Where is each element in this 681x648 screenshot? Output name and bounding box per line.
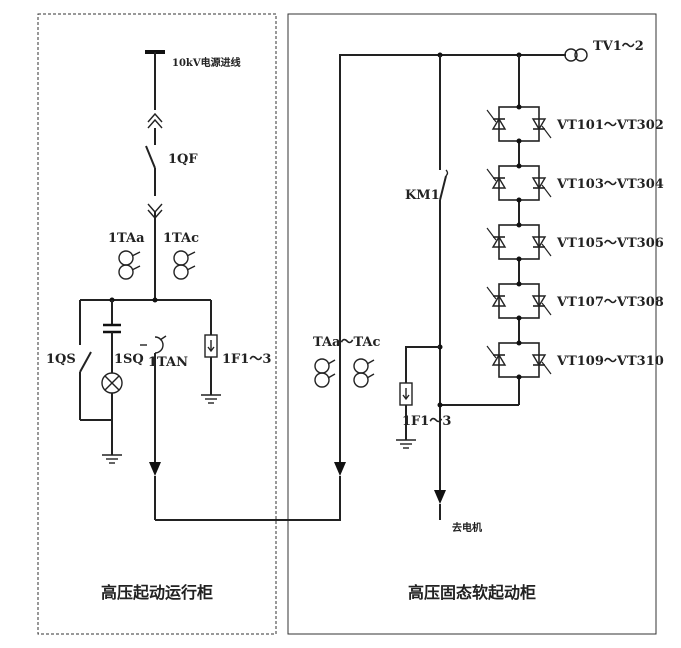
inter-panel-link — [155, 476, 341, 521]
node-dot — [516, 104, 522, 110]
node-dot — [516, 256, 522, 262]
gate-lead — [486, 168, 497, 182]
thyristor-icon — [491, 235, 507, 248]
ct-c-icon — [173, 250, 196, 280]
thyristor-box-bg — [497, 343, 541, 377]
gate-lead — [541, 184, 552, 198]
node-dot — [516, 197, 522, 203]
motor-label: 去电机 — [452, 521, 482, 534]
thyristor-icon — [491, 176, 507, 189]
thyristor-group-label: VT107～VT308 — [556, 295, 664, 310]
gate-lead — [541, 125, 552, 139]
zero-sequence-ct-icon — [140, 335, 167, 354]
thyristor-group-label: VT105～VT306 — [556, 236, 664, 251]
thyristor-group: VT105～VT306 — [486, 222, 664, 262]
ct-c-icon — [353, 358, 375, 388]
right-panel-frame — [287, 13, 657, 635]
node-dot — [516, 281, 522, 287]
thyristor-group-label: VT109～VT310 — [556, 354, 664, 369]
arrester-branch-wire — [405, 346, 440, 383]
ct-a-label: 1TAa — [108, 231, 145, 246]
thyristor-icon — [531, 177, 547, 190]
thyristor-group: VT107～VT308 — [486, 281, 664, 321]
down-arrow-icon — [434, 490, 446, 504]
breaker-label: 1QF — [168, 152, 198, 167]
right-panel-title: 高压固态软起动柜 — [408, 583, 536, 602]
ground-icon — [396, 439, 416, 449]
gate-lead — [486, 345, 497, 359]
right-ct-label: TAa～TAc — [313, 335, 381, 350]
gate-lead — [541, 361, 552, 375]
thyristor-icon — [491, 117, 507, 130]
bypass-contactor-icon — [439, 175, 447, 201]
left-panel-frame — [37, 13, 277, 635]
thyristor-box-bg — [497, 284, 541, 318]
ct-a-icon — [118, 250, 141, 280]
tv-label: TV1～2 — [593, 39, 644, 54]
contactor-label: KM1 — [405, 188, 440, 203]
contactor-hook — [445, 169, 449, 177]
gate-lead — [486, 227, 497, 241]
upper-disconnect-icon — [147, 112, 163, 129]
node-dot — [516, 340, 522, 346]
node-dot — [437, 402, 443, 408]
thyristor-icon — [531, 295, 547, 308]
node-dot — [152, 297, 158, 303]
ground-icon — [201, 394, 221, 404]
thyristor-group: VT101～VT302 — [486, 104, 664, 144]
ground-icon — [102, 454, 122, 464]
node-dot — [516, 222, 522, 228]
right-arrester-label: 1F1～3 — [402, 414, 451, 429]
ct-a-icon — [314, 358, 336, 388]
surge-arrester-icon — [399, 382, 413, 406]
gate-lead — [541, 243, 552, 257]
thyristor-stack: VT101～VT302VT103～VT304VT105～VT306VT107～V… — [486, 104, 664, 380]
gate-lead — [486, 286, 497, 300]
gate-lead — [541, 302, 552, 316]
down-arrow-icon — [149, 462, 161, 476]
down-arrow-icon — [334, 462, 346, 476]
right-panel: TV1～2 KM1 VT101～VT302VT103～VT304VT105～VT… — [313, 39, 664, 602]
thyristor-group-label: VT101～VT302 — [556, 118, 664, 133]
node-dot — [516, 163, 522, 169]
thyristor-icon — [531, 118, 547, 131]
ct-c-label: 1TAc — [163, 231, 199, 246]
gate-lead — [486, 109, 497, 123]
thyristor-icon — [491, 353, 507, 366]
switch-label: 1QS — [46, 352, 76, 367]
thyristor-icon — [531, 354, 547, 367]
node-dot — [516, 374, 522, 380]
thyristor-group-label: VT103～VT304 — [556, 177, 664, 192]
grounding-switch-icon — [79, 351, 92, 373]
thyristor-box-bg — [497, 166, 541, 200]
incoming-line-label: 10kV电源进线 — [172, 56, 241, 69]
zero-ct-label: 1TAN — [148, 355, 188, 370]
left-panel: 10kV电源进线 1QF 1TAa 1TAc — [46, 50, 271, 602]
thyristor-icon — [491, 294, 507, 307]
thyristor-box-bg — [497, 225, 541, 259]
indicator-lamp-icon — [101, 372, 123, 394]
thyristor-group: VT103～VT304 — [486, 163, 664, 203]
thyristor-box-bg — [497, 107, 541, 141]
breaker-contact-icon — [145, 145, 156, 169]
left-panel-title: 高压起动运行柜 — [101, 583, 213, 602]
node-dot — [516, 315, 522, 321]
node-dot — [516, 138, 522, 144]
surge-arrester-icon — [204, 334, 218, 358]
left-arrester-label: 1F1～3 — [222, 352, 271, 367]
voltage-transformer-icon — [564, 48, 588, 62]
thyristor-group: VT109～VT310 — [486, 340, 664, 380]
thyristor-icon — [531, 236, 547, 249]
lamp-label: 1SQ — [114, 352, 144, 367]
bypass-line — [339, 54, 566, 462]
